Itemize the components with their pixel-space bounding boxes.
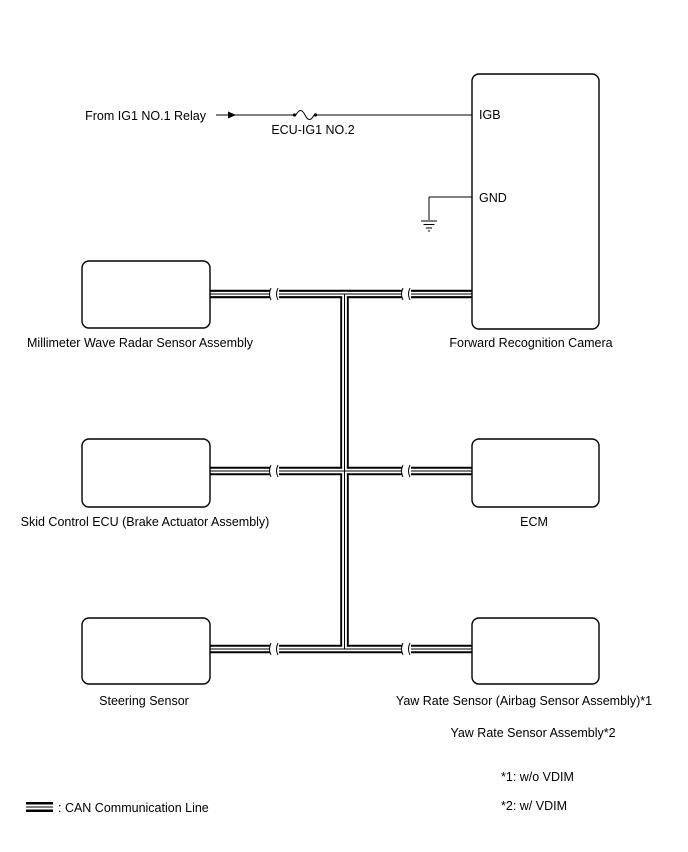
radar-sensor-box <box>81 260 211 329</box>
yaw-rate-sensor-box <box>471 617 600 685</box>
fuse-icon <box>295 110 315 120</box>
can-bus <box>210 289 472 654</box>
forward-recognition-camera-label: Forward Recognition Camera <box>449 336 612 350</box>
power-supply-line <box>216 110 472 120</box>
can-line-legend-label: : CAN Communication Line <box>58 801 209 815</box>
line-breaks <box>269 287 411 656</box>
ground-icon <box>421 220 437 232</box>
yaw-rate-sensor-label-1: Yaw Rate Sensor (Airbag Sensor Assembly)… <box>396 694 652 708</box>
break-mark <box>401 642 411 656</box>
skid-control-ecu-box <box>81 438 211 508</box>
can-line-legend-icon <box>26 802 53 812</box>
fuse-label: ECU-IG1 NO.2 <box>271 123 354 137</box>
pin-gnd-label: GND <box>479 191 507 205</box>
arrow-icon <box>228 111 236 119</box>
forward-recognition-camera-box <box>471 73 600 330</box>
break-mark <box>401 287 411 301</box>
break-mark <box>269 464 279 478</box>
skid-control-ecu-label: Skid Control ECU (Brake Actuator Assembl… <box>21 515 270 529</box>
ecm-box <box>471 438 600 508</box>
power-source-label: From IG1 NO.1 Relay <box>85 109 207 123</box>
break-mark <box>269 642 279 656</box>
ground-line <box>428 196 472 220</box>
break-mark <box>401 464 411 478</box>
steering-sensor-label: Steering Sensor <box>99 694 189 708</box>
note-1: *1: w/o VDIM <box>501 770 574 784</box>
radar-sensor-label: Millimeter Wave Radar Sensor Assembly <box>27 336 254 350</box>
note-2: *2: w/ VDIM <box>501 799 567 813</box>
yaw-rate-sensor-label-2: Yaw Rate Sensor Assembly*2 <box>450 726 615 740</box>
pin-igb-label: IGB <box>479 108 501 122</box>
steering-sensor-box <box>81 617 211 685</box>
ecm-label: ECM <box>520 515 548 529</box>
break-mark <box>269 287 279 301</box>
